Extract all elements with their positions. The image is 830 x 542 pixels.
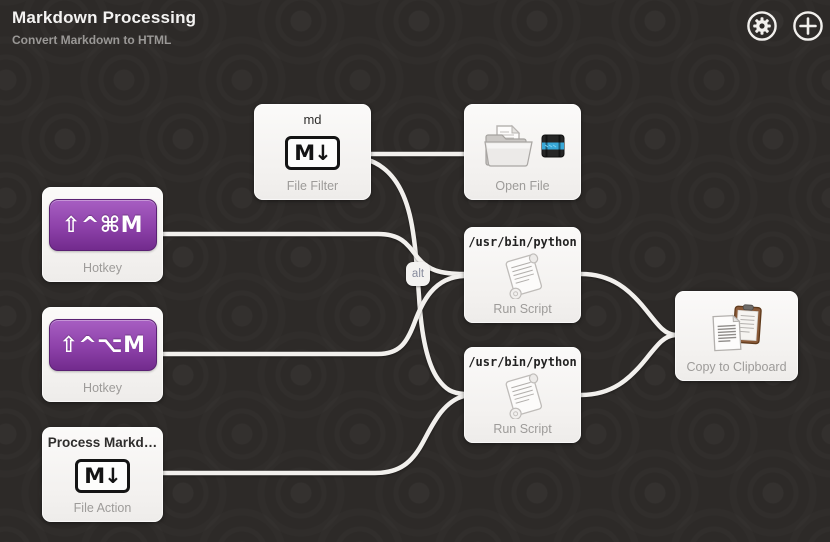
node-hotkey-1[interactable]: ⇧^⌘M Hotkey: [42, 187, 163, 282]
node-copy-clipboard[interactable]: Copy to Clipboard: [675, 291, 798, 381]
markdown-icon: M↓: [75, 458, 130, 493]
connection-hotkey2-runscript1[interactable]: [160, 273, 467, 357]
connection-runscript2-clipboard[interactable]: [578, 332, 678, 398]
node-open-file[interactable]: Open File: [464, 104, 581, 200]
scroll-icon: [498, 252, 548, 299]
node-file-filter[interactable]: md M↓ File Filter: [254, 104, 371, 200]
hotkey-1-label: Hotkey: [83, 261, 122, 275]
file-action-title: Process Markd…: [47, 435, 158, 450]
page-title: Markdown Processing: [12, 8, 197, 27]
connection-fileaction-runscript2[interactable]: [160, 393, 467, 476]
node-hotkey-2[interactable]: ⇧^⌥M Hotkey: [42, 307, 163, 402]
page-subtitle: Convert Markdown to HTML: [12, 33, 172, 47]
scroll-icon: [498, 372, 548, 419]
run-script-1-interpreter: /usr/bin/python: [468, 235, 577, 249]
run-script-2-label: Run Script: [493, 422, 552, 436]
add-button[interactable]: [792, 10, 824, 42]
connection-runscript1-clipboard[interactable]: [578, 271, 678, 338]
settings-button[interactable]: [746, 10, 778, 42]
clipboard-icon: [706, 299, 768, 360]
node-run-script-2[interactable]: /usr/bin/python Run Script: [464, 347, 581, 443]
connection-filefilter-alt-runscript2[interactable]: [368, 158, 467, 397]
markdown-icon: M↓: [285, 136, 340, 170]
file-action-label: File Action: [73, 501, 132, 515]
gear-icon: [747, 11, 777, 41]
run-script-2-interpreter: /usr/bin/python: [468, 355, 577, 369]
open-file-icons: [481, 112, 565, 179]
plus-icon: [793, 11, 823, 41]
hotkey-2-keys: ⇧^⌥M: [48, 319, 157, 371]
copy-clipboard-label: Copy to Clipboard: [686, 360, 787, 374]
hotkey-1-keys: ⇧^⌘M: [48, 199, 157, 251]
node-run-script-1[interactable]: /usr/bin/python Run Script: [464, 227, 581, 323]
alt-modifier-badge[interactable]: alt: [406, 262, 430, 286]
open-file-label: Open File: [495, 179, 550, 193]
file-filter-label: File Filter: [286, 179, 339, 193]
hotkey-2-label: Hotkey: [83, 381, 122, 395]
folder-icon: [483, 124, 533, 167]
connection-hotkey1-runscript1[interactable]: [160, 231, 467, 277]
app-badge-icon: [541, 134, 564, 157]
node-file-action[interactable]: Process Markd… M↓ File Action: [42, 427, 163, 522]
file-filter-keyword: md: [303, 112, 322, 127]
run-script-1-label: Run Script: [493, 302, 552, 316]
alt-modifier-label: alt: [411, 268, 425, 280]
